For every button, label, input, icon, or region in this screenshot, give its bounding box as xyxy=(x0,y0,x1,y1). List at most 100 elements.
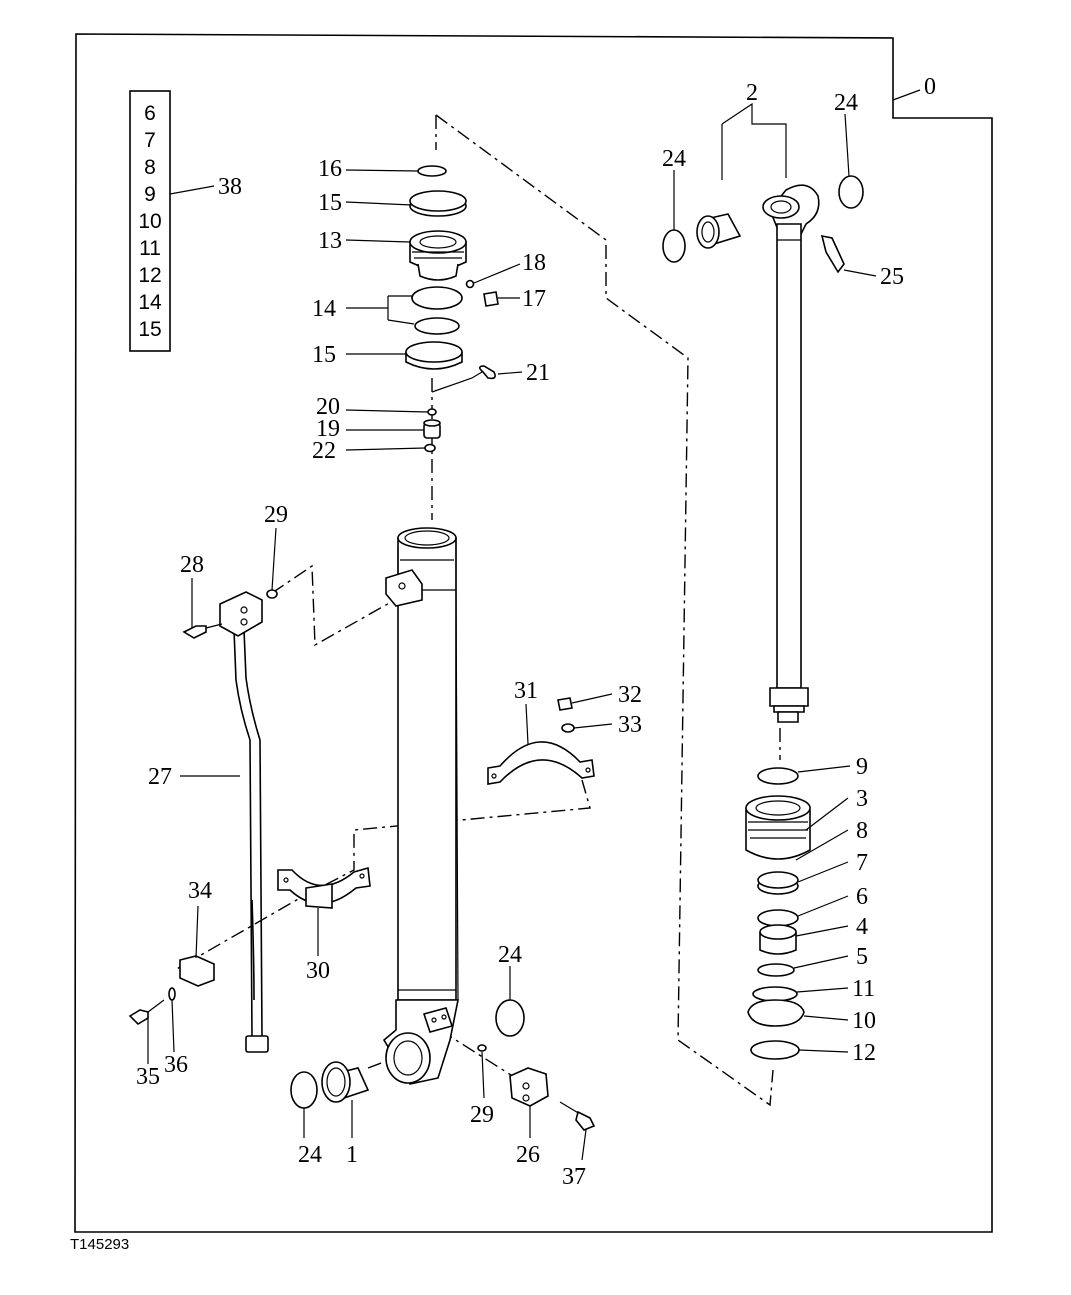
callout-19: 19 xyxy=(316,416,340,442)
figure-id: T145293 xyxy=(70,1236,130,1253)
pipe-clamp-part-34 xyxy=(179,955,215,987)
callout-15-lower: 15 xyxy=(312,342,336,368)
callout-14: 14 xyxy=(312,296,336,322)
kit-box: 6 7 8 9 10 11 12 14 15 38 xyxy=(129,90,242,352)
seal-part-14-lower xyxy=(414,317,460,335)
bolt-part-32 xyxy=(557,697,573,711)
callout-24-top-left: 24 xyxy=(662,146,686,172)
callout-assembly: 0 xyxy=(924,74,936,100)
callout-5: 5 xyxy=(856,944,868,970)
callout-24-bottom-right: 24 xyxy=(498,942,522,968)
bolt-part-28 xyxy=(182,623,223,639)
pipe-part-27 xyxy=(233,629,269,1053)
callout-8: 8 xyxy=(856,818,868,844)
seal-part-24-bottom-right xyxy=(495,999,525,1037)
callout-25: 25 xyxy=(880,264,904,290)
callout-26: 26 xyxy=(516,1142,540,1168)
centerline-bottom-flange xyxy=(439,1029,523,1083)
bolt-part-37 xyxy=(559,1101,596,1131)
callout-21: 21 xyxy=(526,360,550,386)
callout-kit: 38 xyxy=(218,174,242,200)
washer-part-36 xyxy=(168,987,176,1001)
callout-29-lower: 29 xyxy=(470,1102,494,1128)
flange-part-26 xyxy=(509,1067,549,1107)
callout-30: 30 xyxy=(306,958,330,984)
bushing-part-4 xyxy=(759,924,797,955)
kit-item: 15 xyxy=(138,318,161,341)
o-ring-part-29-lower xyxy=(477,1044,487,1052)
retaining-ring-part-21 xyxy=(478,365,496,380)
seal-part-24-top-right xyxy=(838,175,864,209)
ring-part-6 xyxy=(757,909,799,927)
wiper-part-9 xyxy=(757,767,799,785)
cylinder-head-part-13 xyxy=(409,230,467,281)
callout-32: 32 xyxy=(618,682,642,708)
callout-11: 11 xyxy=(852,976,875,1002)
callout-1: 1 xyxy=(346,1142,358,1168)
leader-lines xyxy=(147,102,877,1161)
seal-part-10 xyxy=(747,999,805,1027)
kit-item: 11 xyxy=(139,237,161,260)
backup-ring-part-15-upper xyxy=(409,190,467,217)
backup-ring-part-15-lower xyxy=(405,341,463,370)
callout-15-upper: 15 xyxy=(318,190,342,216)
callout-16: 16 xyxy=(318,156,342,182)
callout-29-upper: 29 xyxy=(264,502,288,528)
kit-item: 10 xyxy=(138,210,161,233)
callout-24-bottom-left: 24 xyxy=(298,1142,322,1168)
seal-part-14-upper xyxy=(411,286,463,310)
grease-fitting-part-25 xyxy=(820,234,845,274)
callout-18: 18 xyxy=(522,250,546,276)
callout-3: 3 xyxy=(856,786,868,812)
callout-2: 2 xyxy=(746,80,758,106)
bushing-part-rod-8 xyxy=(696,213,742,249)
kit-item: 8 xyxy=(144,156,156,179)
ring-part-12 xyxy=(750,1040,800,1060)
callout-20: 20 xyxy=(316,394,340,420)
callout-37: 37 xyxy=(562,1164,586,1190)
callout-24-top-right: 24 xyxy=(834,90,858,116)
callout-10: 10 xyxy=(852,1008,876,1034)
centerline-pipe-flange xyxy=(271,564,401,647)
rod-part-2 xyxy=(762,184,820,723)
callout-4: 4 xyxy=(856,914,868,940)
cylinder-tube xyxy=(382,527,459,1085)
o-ring-part-29-upper xyxy=(266,589,278,599)
diagram-frame xyxy=(74,33,993,1233)
callout-28: 28 xyxy=(180,552,204,578)
washer-part-33 xyxy=(561,723,575,733)
callout-12: 12 xyxy=(852,1040,876,1066)
damper-part-19 xyxy=(423,419,441,439)
clamp-band-part-30 xyxy=(277,866,371,909)
o-ring-part-20 xyxy=(427,408,437,416)
callout-35: 35 xyxy=(136,1064,160,1090)
ring-part-5 xyxy=(757,963,795,977)
kit-box-frame xyxy=(129,90,171,352)
bolt-part-35 xyxy=(128,999,165,1026)
callout-27: 27 xyxy=(148,764,172,790)
callout-36: 36 xyxy=(164,1052,188,1078)
seal-part-24-top-left xyxy=(662,229,686,263)
kit-item: 9 xyxy=(144,183,156,206)
ball-part-18 xyxy=(465,279,475,289)
clamp-band-part-31 xyxy=(487,741,595,785)
callout-13: 13 xyxy=(318,228,342,254)
callout-17: 17 xyxy=(522,286,546,312)
piston-part-3 xyxy=(745,795,811,860)
callout-22: 22 xyxy=(312,438,336,464)
flange-upper xyxy=(219,591,263,637)
kit-item: 12 xyxy=(138,264,161,287)
o-ring-part-16 xyxy=(417,165,447,177)
callout-34: 34 xyxy=(188,878,212,904)
plug-part-17 xyxy=(483,291,499,307)
centerline-head xyxy=(435,114,774,1107)
callout-9: 9 xyxy=(856,754,868,780)
callout-31: 31 xyxy=(514,678,538,704)
assembly-leader xyxy=(892,89,921,101)
o-ring-part-22 xyxy=(424,443,436,453)
callout-6: 6 xyxy=(856,884,868,910)
kit-item: 7 xyxy=(144,129,156,152)
bushing-part-1 xyxy=(321,1061,370,1103)
ring-part-11 xyxy=(752,986,798,1002)
